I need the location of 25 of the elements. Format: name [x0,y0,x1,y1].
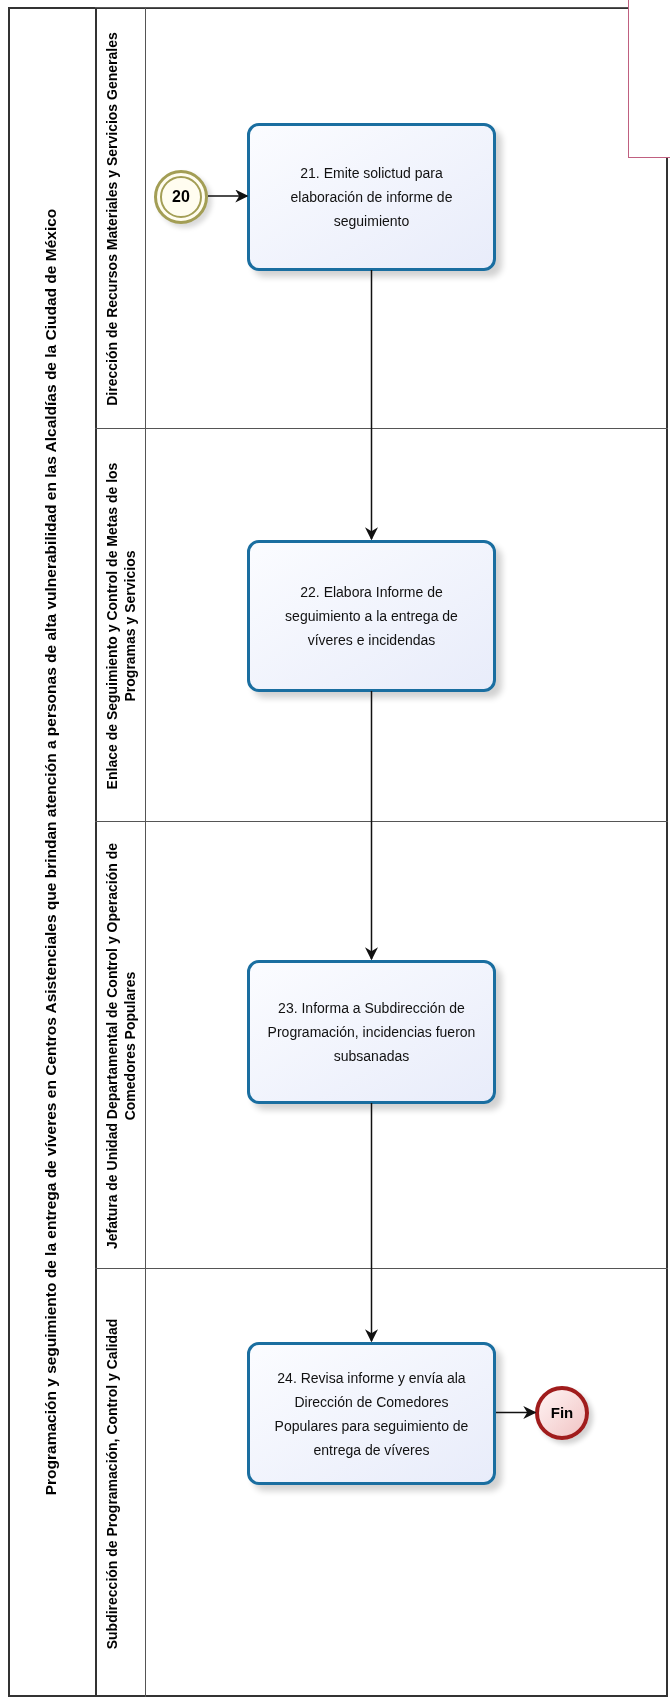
pool-title: Programación y seguimiento de la entrega de víveres en Centros Asistenciales que brindan atención a personas de alta vulnerabilidad en las Alcaldías de la Ciudad de México [41,207,60,1498]
task-box [247,1342,496,1485]
swimlane [95,428,668,821]
swimlane [95,821,668,1268]
task-box [247,960,496,1104]
lane-label: Subdirección de Programación, Control y Calidad [102,1317,121,1651]
task-text: 24. Revisa informe y envía ala Dirección de Comedores Populares para seguimiento de entrega de víveres [273,1368,470,1460]
event-label: Fin [550,1402,574,1423]
sequence-arrow [365,1102,378,1343]
task-text: 23. Informa a Subdirección de Programación, incidencias fueron subsanadas [266,999,477,1066]
task-box [247,123,496,271]
sequence-arrow [495,1406,537,1419]
task-box [247,540,496,692]
lane-label: Jefatura de Unidad Departamental de Control y Operación de Comedores Populares [102,841,138,1251]
sequence-arrow [365,690,378,961]
sequence-arrow [365,269,378,541]
task-text: 22. Elabora Informe de seguimiento a la entrega de víveres e incidendas [284,583,459,650]
pool-frame [8,7,668,1697]
task-text: 21. Emite solictud para elaboración de informe de seguimiento [289,164,454,231]
annotation-box [628,0,670,158]
event-number: 20 [172,187,190,207]
sequence-arrow [207,189,249,203]
lane-label: Enlace de Seguimiento y Control de Metas de los Programas y Servicios [102,461,138,791]
swimlane [95,1268,668,1697]
lane-label: Dirección de Recursos Materiales y Servicios Generales [102,30,121,408]
